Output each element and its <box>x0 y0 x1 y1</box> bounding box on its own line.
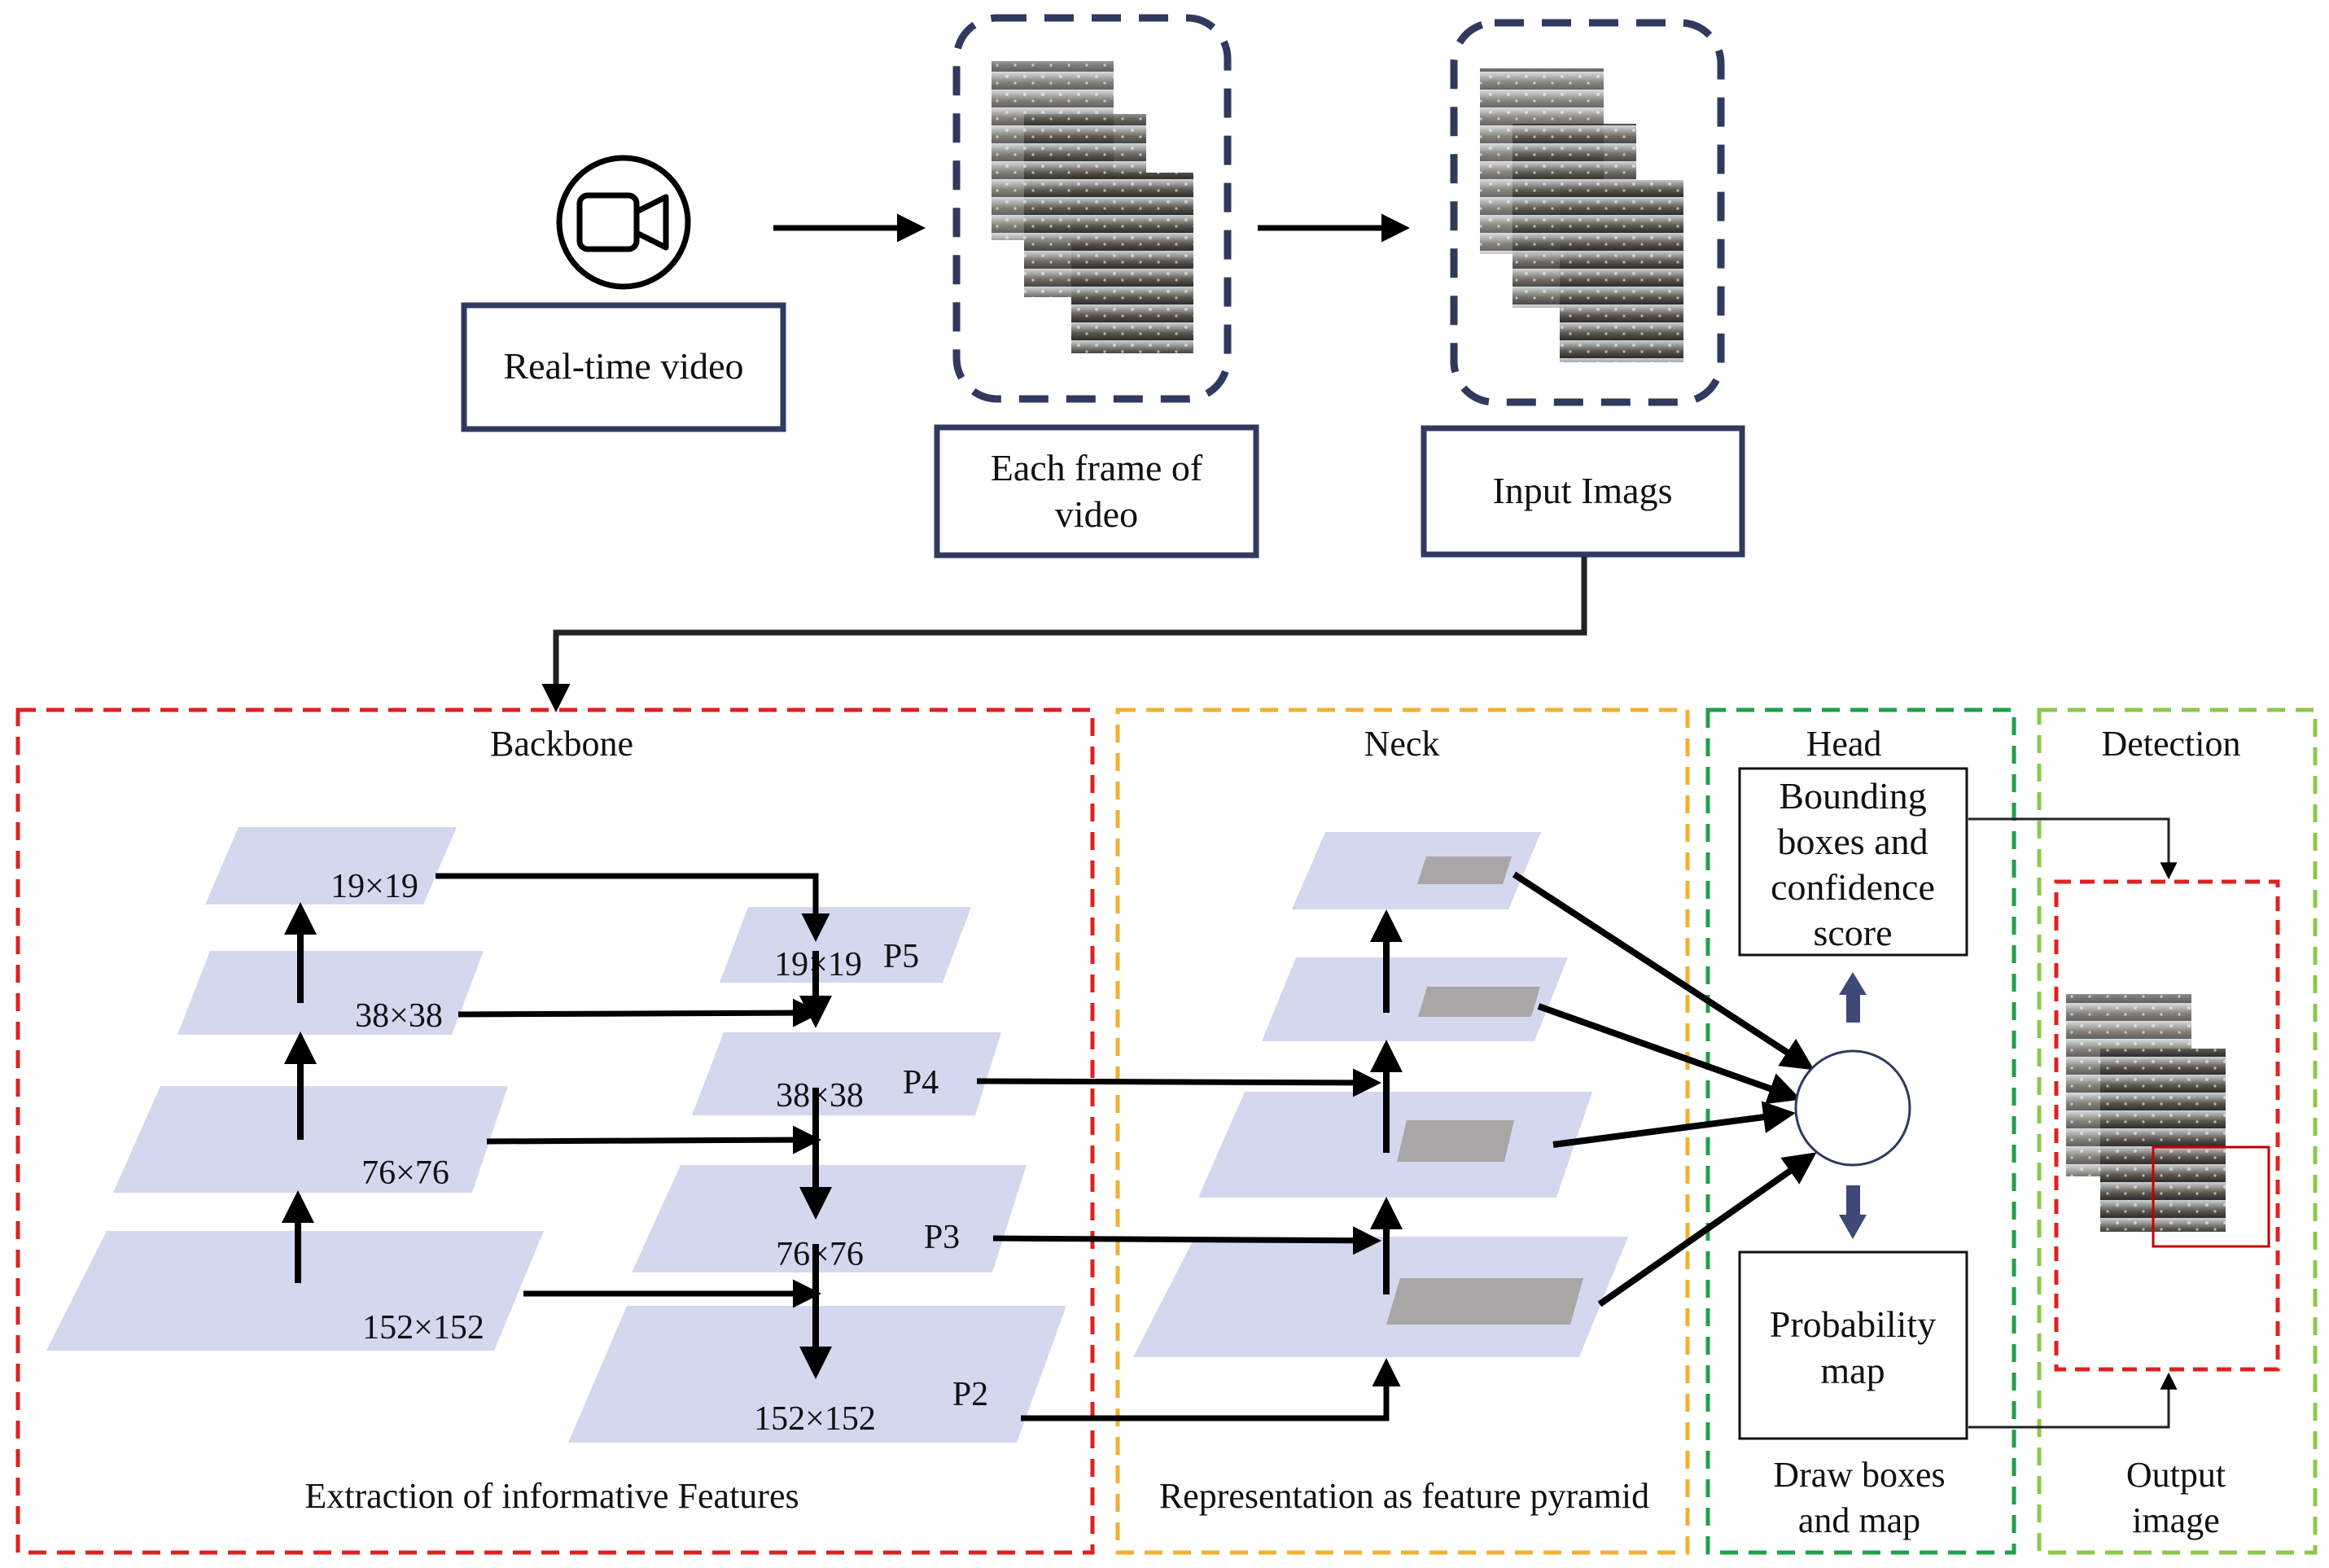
fusion-arrow <box>1537 1003 1801 1105</box>
level-label: 76×76 <box>361 1154 449 1192</box>
feature-map-76 <box>113 1086 508 1193</box>
p2-to-neck-arrow <box>1021 1358 1401 1421</box>
bbox-label-line2: boxes and <box>1777 821 1928 862</box>
bbox-label-line4: score <box>1813 912 1892 953</box>
camera-icon <box>556 155 691 290</box>
bbox-to-output-arrow <box>1968 817 2178 880</box>
frame-image <box>1071 173 1193 353</box>
feature-patch <box>1418 987 1540 1017</box>
backbone-section <box>15 707 1095 1555</box>
backbone-right-pyramid: 19×19 P5 38×38 P4 76×76 P3 152×152 P2 <box>568 907 1066 1443</box>
input-images-stack <box>1450 19 1725 406</box>
prob-label-line1: Probability <box>1770 1303 1936 1345</box>
realtime-video-label: Real-time video <box>503 345 743 387</box>
up-arrow-head <box>1839 972 1867 995</box>
feature-map-38 <box>177 951 484 1035</box>
backbone-caption: Extraction of informative Features <box>304 1476 799 1516</box>
feature-patch <box>1397 1120 1514 1162</box>
lateral-arrow-76 <box>486 1125 821 1154</box>
lateral-connections <box>436 873 830 1308</box>
head-section <box>1705 707 2016 1555</box>
neck-map-4 <box>1133 1237 1628 1357</box>
input-images-label: Input Imags <box>1492 470 1672 511</box>
head-output-arrows <box>1839 972 1867 1239</box>
feature-map-p4 <box>692 1032 1001 1115</box>
frames-box: Each frame of video <box>934 424 1259 558</box>
lateral-arrow-38 <box>457 998 821 1027</box>
p4-to-neck-arrow <box>976 1068 1381 1097</box>
detection-caption-line1: Output <box>2126 1455 2226 1495</box>
fusion-node <box>1794 1049 1911 1167</box>
frames-label-line2: video <box>1055 493 1138 535</box>
feature-map-19 <box>205 827 457 904</box>
feature-patch <box>1417 856 1512 884</box>
neck-map-2 <box>1262 957 1568 1041</box>
neck-pyramid <box>976 832 1628 1421</box>
down-arrow-head <box>1839 1215 1867 1239</box>
detection-caption-line2: image <box>2132 1500 2220 1540</box>
head-caption-line1: Draw boxes <box>1773 1455 1945 1495</box>
detection-bounding-box <box>2152 1145 2270 1248</box>
up-arrow-shaft <box>1846 993 1860 1023</box>
output-image-stack <box>2066 994 2270 1248</box>
input-image <box>1560 180 1683 362</box>
backbone-title: Backbone <box>490 724 633 764</box>
head-caption-line2: and map <box>1798 1500 1920 1540</box>
head-title: Head <box>1806 724 1882 764</box>
frames-label-line1: Each frame of <box>991 447 1203 488</box>
pyramid-level-name: P4 <box>903 1064 939 1102</box>
frames-stack <box>952 14 1232 403</box>
feature-patch <box>1386 1278 1583 1325</box>
pyramid-level-name: P5 <box>883 938 919 975</box>
level-label: 76×76 <box>776 1236 864 1273</box>
detection-title: Detection <box>2101 724 2240 764</box>
prob-label-line2: map <box>1820 1350 1885 1391</box>
probability-map-box: Probability map <box>1738 1250 1968 1440</box>
bbox-label-line3: confidence <box>1771 866 1935 908</box>
fusion-arrow <box>1597 1152 1817 1307</box>
detection-section <box>2037 707 2318 1555</box>
level-label: 152×152 <box>754 1400 876 1438</box>
neck-title: Neck <box>1364 724 1440 764</box>
output-image <box>2100 1049 2226 1232</box>
neck-caption: Representation as feature pyramid <box>1159 1476 1649 1516</box>
map-to-output-arrow <box>1968 1372 2178 1429</box>
backbone-left-pyramid: 19×19 38×38 76×76 152×152 <box>46 827 544 1351</box>
neck-section <box>1115 707 1690 1555</box>
fusion-arrows <box>1512 871 1817 1307</box>
level-label: 19×19 <box>331 868 418 905</box>
p3-to-neck-arrow <box>992 1226 1381 1255</box>
level-label: 152×152 <box>362 1309 484 1347</box>
level-label: 38×38 <box>776 1077 864 1115</box>
pyramid-level-name: P2 <box>952 1376 988 1413</box>
neck-map-3 <box>1198 1092 1592 1198</box>
down-arrow-shaft <box>1846 1185 1860 1216</box>
arrow-input-to-backbone <box>541 557 1587 712</box>
level-label: 38×38 <box>355 997 443 1035</box>
feature-map-152 <box>46 1231 544 1351</box>
pyramid-level-name: P3 <box>924 1219 960 1256</box>
fusion-arrow <box>1552 1101 1796 1148</box>
feature-map-p5 <box>720 907 971 983</box>
realtime-video-box: Real-time video <box>461 302 786 432</box>
lateral-arrow-19 <box>436 873 830 942</box>
input-images-box: Input Imags <box>1421 425 1745 558</box>
bounding-box-score-box: Bounding boxes and confidence score <box>1738 767 1968 957</box>
bbox-label-line1: Bounding <box>1779 775 1926 817</box>
neck-map-1 <box>1292 832 1541 909</box>
fusion-arrow <box>1512 871 1815 1071</box>
